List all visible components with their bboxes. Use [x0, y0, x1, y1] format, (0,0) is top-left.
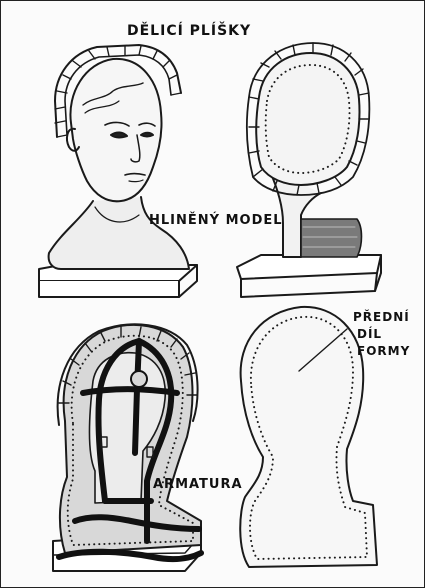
dividers-label: DĚLICÍ PLÍŠKY — [127, 23, 251, 39]
front-mold-part-label-line2: DÍL — [353, 326, 410, 343]
front-mold-part-label-line1: PŘEDNÍ — [353, 309, 410, 326]
armature-label: ARMATURA — [153, 477, 243, 492]
front-mold-part-label: PŘEDNÍ DÍL FORMY — [353, 309, 410, 360]
armature-mold-view — [53, 324, 201, 571]
clay-head-back-view — [237, 43, 381, 297]
clay-model-label: HLINĚNÝ MODEL — [149, 213, 283, 228]
front-mold-part-label-line3: FORMY — [353, 343, 410, 360]
clay-head-front-view — [39, 45, 197, 297]
